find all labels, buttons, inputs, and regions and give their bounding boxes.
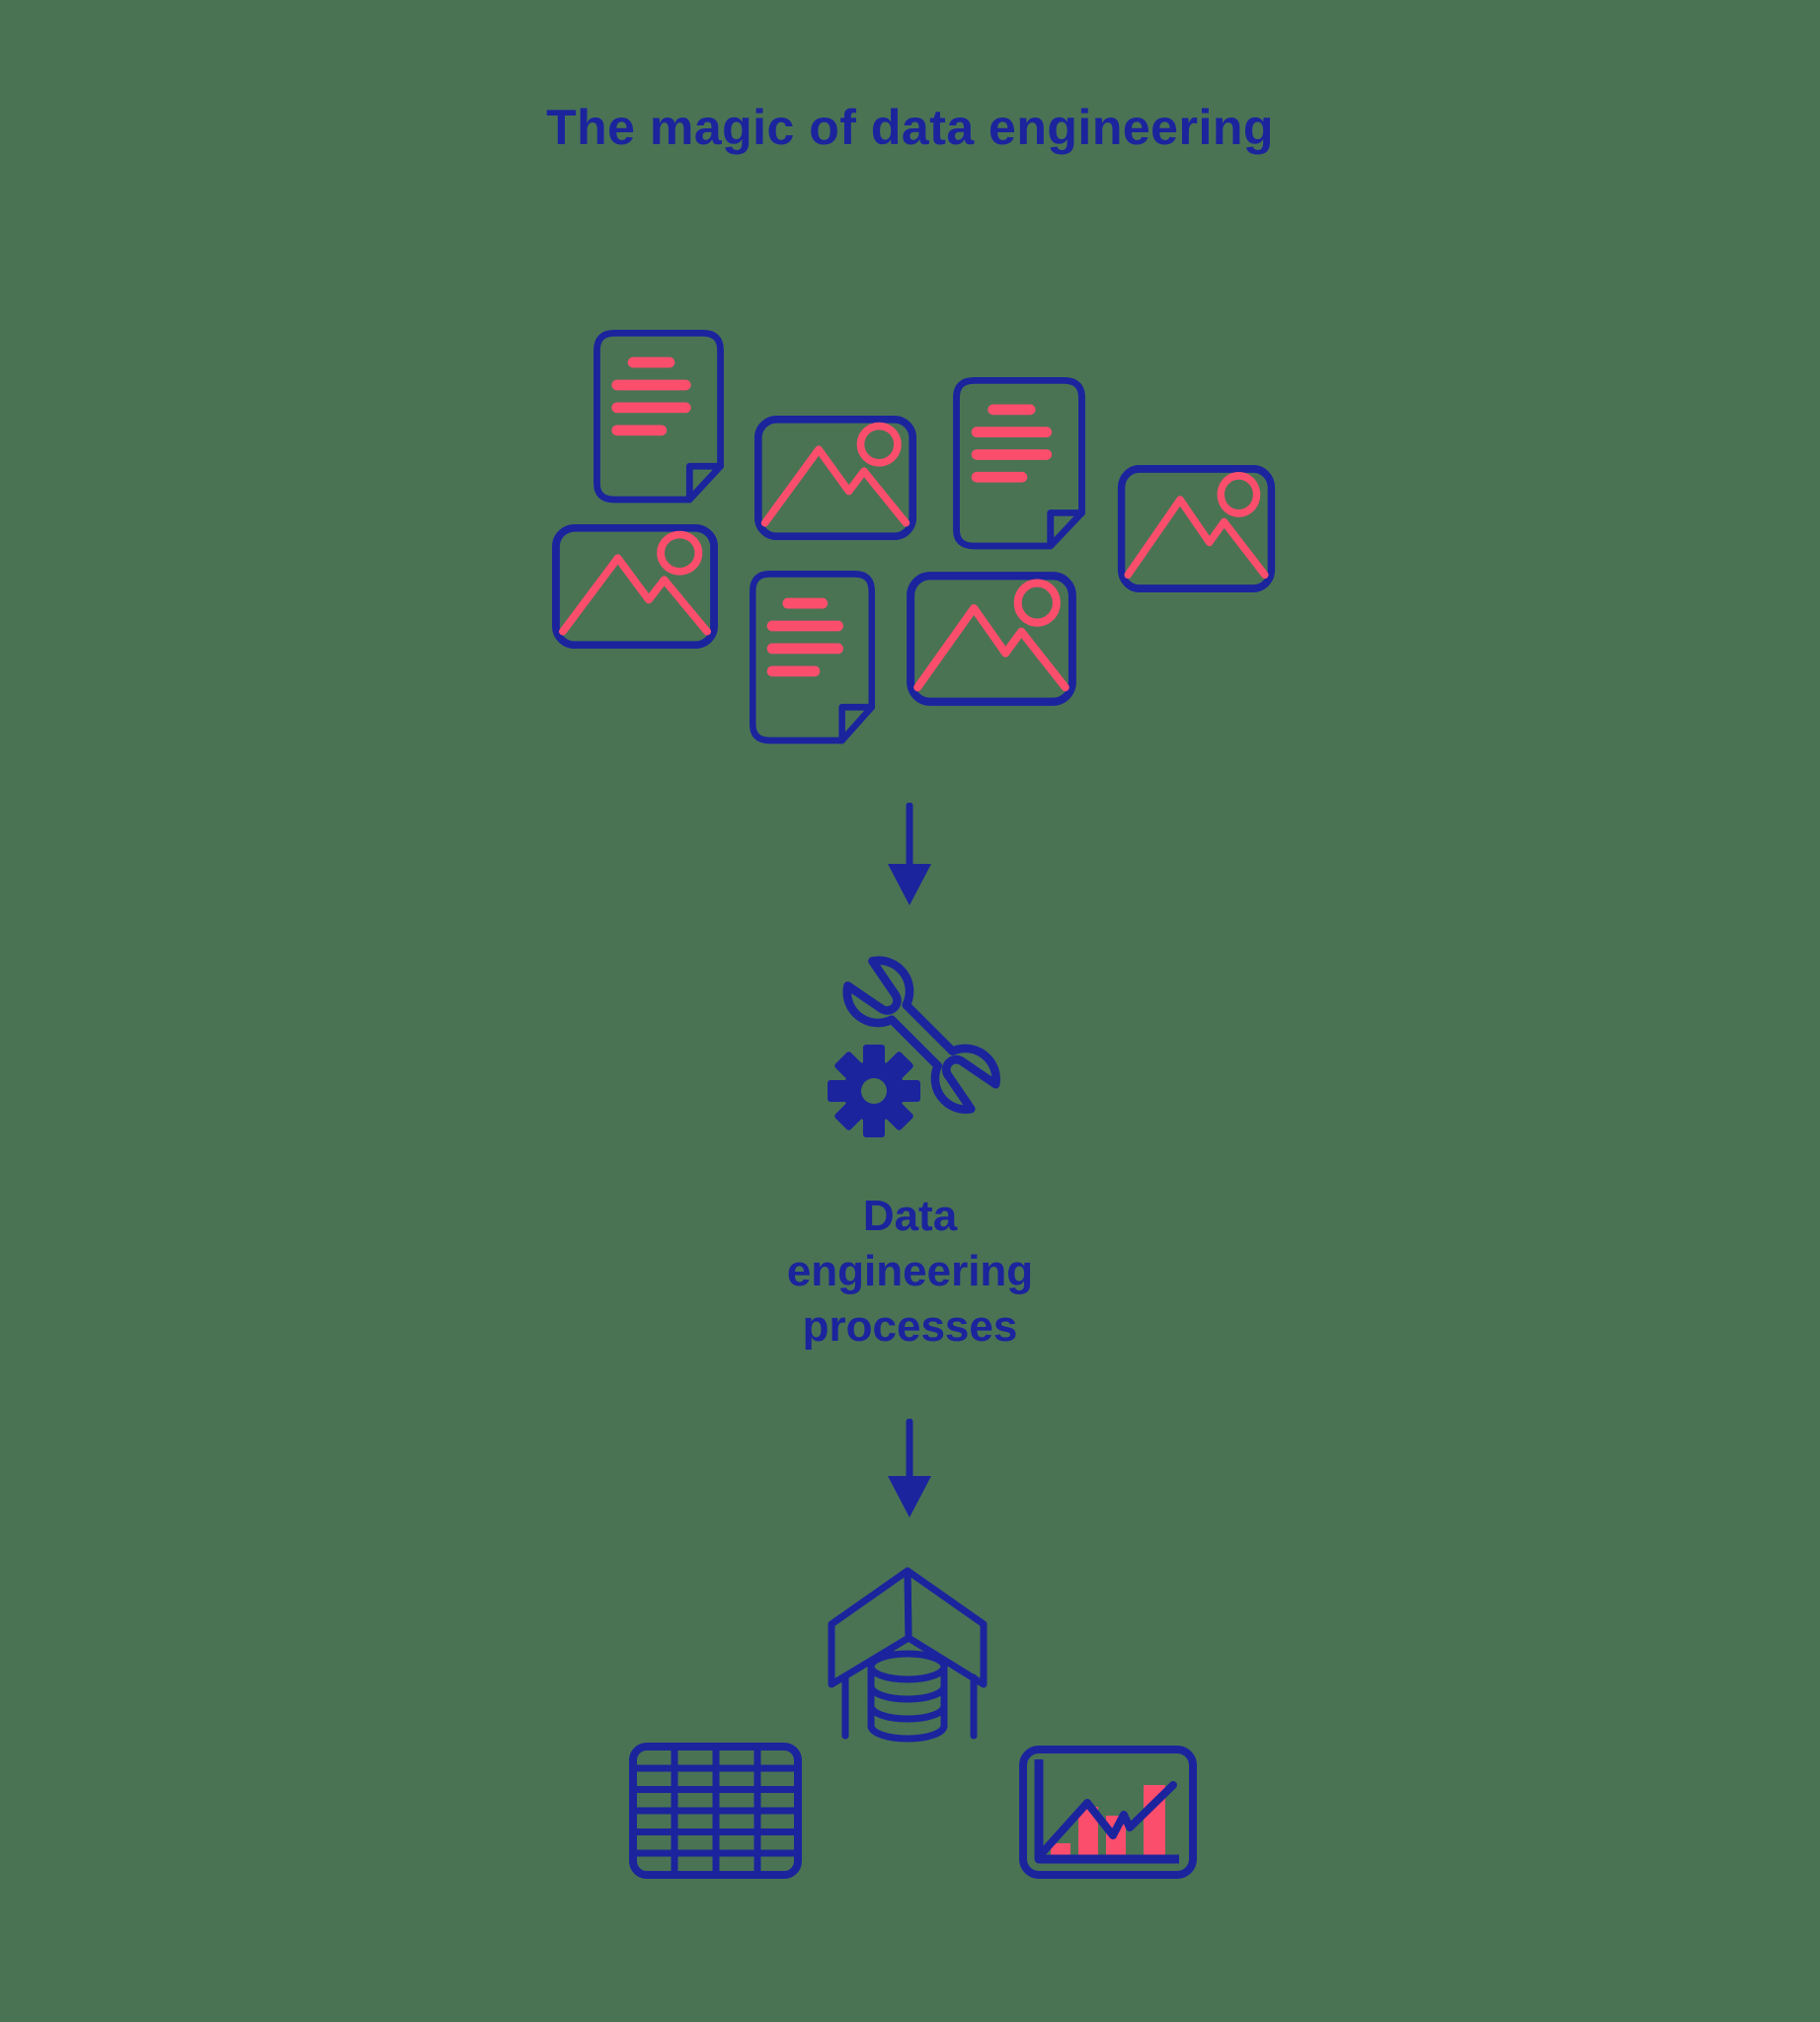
warehouse-roof-right xyxy=(904,1567,988,1688)
document-file-icon xyxy=(951,375,1087,550)
gear-hole xyxy=(861,1078,887,1104)
document-file-icon xyxy=(748,569,877,744)
chart-axes xyxy=(1034,1759,1179,1864)
data-warehouse-icon xyxy=(828,1565,995,1767)
chart-trend-line xyxy=(1039,1781,1177,1856)
arrow-head xyxy=(888,1476,931,1517)
image-file-icon xyxy=(549,521,721,652)
down-arrow-icon xyxy=(888,803,931,905)
image-file-icon xyxy=(1115,462,1278,595)
database-cylinder xyxy=(867,1650,948,1743)
down-arrow-icon xyxy=(888,1419,931,1517)
table-icon xyxy=(629,1743,802,1879)
image-file-icon xyxy=(752,413,919,543)
chart-border xyxy=(1019,1746,1197,1879)
wrench-outline xyxy=(842,956,1000,1114)
image-file-icon xyxy=(904,569,1079,709)
table-grid-lines xyxy=(633,1747,798,1875)
page-title: The magic of data engineering xyxy=(546,100,1274,155)
process-label: Data engineering processes xyxy=(786,1192,1034,1351)
arrow-head xyxy=(888,864,931,905)
wrench-and-gear-icon xyxy=(815,948,1012,1155)
chart-icon xyxy=(1019,1746,1197,1879)
gear-icon xyxy=(828,1045,920,1137)
document-file-icon xyxy=(592,328,726,504)
